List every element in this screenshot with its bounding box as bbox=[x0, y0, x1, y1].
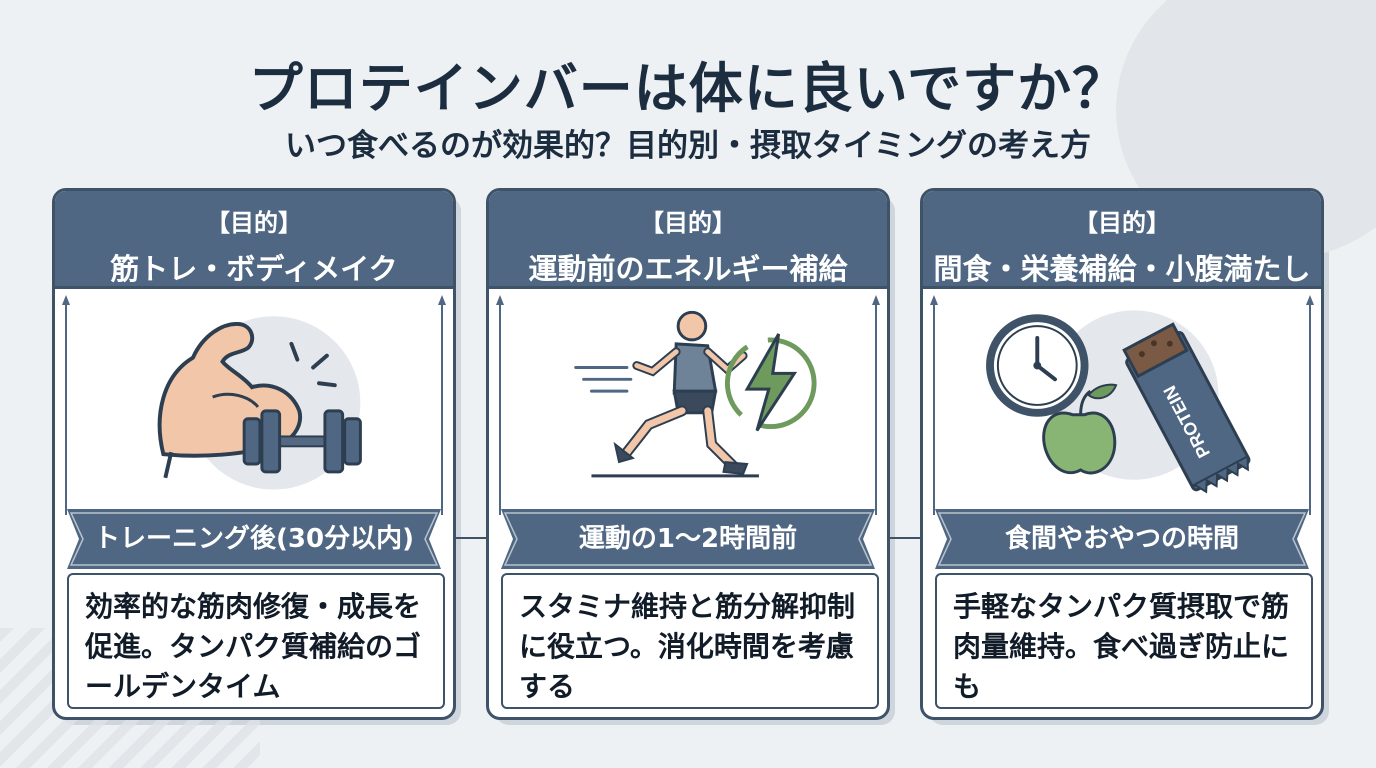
card-description: 手軽なタンパク質摂取で筋肉量維持。食べ過ぎ防止にも bbox=[935, 573, 1313, 709]
apple-icon bbox=[1042, 383, 1118, 475]
up-arrow-icon bbox=[62, 295, 70, 515]
purpose-card-muscle: 【目的】 筋トレ・ボディメイク トレーニング後(30分以内) 効率的な筋肉修復・… bbox=[52, 188, 461, 725]
up-arrow-icon bbox=[496, 295, 504, 515]
card-description: スタミナ維持と筋分解抑制に役立つ。消化時間を考慮する bbox=[501, 573, 879, 709]
page-title: プロテインバーは体に良いですか？ bbox=[248, 57, 1128, 120]
timing-ribbon: 食間やおやつの時間 bbox=[935, 509, 1309, 569]
up-arrow-icon bbox=[872, 295, 880, 515]
card-tag: 【目的】 bbox=[1074, 209, 1170, 237]
runner-illustration bbox=[574, 310, 817, 478]
timing-label: 食間やおやつの時間 bbox=[1004, 524, 1239, 554]
clock-icon bbox=[986, 314, 1089, 417]
protein-bar-icon: PROTEIN bbox=[1122, 322, 1251, 494]
card-tag: 【目的】 bbox=[640, 209, 736, 237]
timing-ribbon: 運動の1〜2時間前 bbox=[501, 509, 875, 569]
card-header: 【目的】 間食・栄養補給・小腹満たし bbox=[923, 191, 1321, 289]
motion-lines bbox=[289, 341, 337, 388]
up-arrow-icon bbox=[930, 295, 938, 515]
purpose-card-energy: 【目的】 運動前のエネルギー補給 bbox=[486, 188, 895, 725]
timing-label: 運動の1〜2時間前 bbox=[578, 524, 798, 554]
dumbbell-icon bbox=[242, 409, 362, 474]
muscle-illustration bbox=[157, 316, 362, 490]
card-header: 【目的】 筋トレ・ボディメイク bbox=[55, 191, 453, 289]
card-header: 【目的】 運動前のエネルギー補給 bbox=[489, 191, 887, 289]
snack-illustration: PROTEIN bbox=[986, 310, 1251, 494]
up-arrow-icon bbox=[438, 295, 446, 515]
card-purpose: 筋トレ・ボディメイク bbox=[110, 252, 398, 286]
timing-ribbon: トレーニング後(30分以内) bbox=[67, 509, 441, 569]
speed-lines bbox=[574, 366, 633, 393]
card-tag: 【目的】 bbox=[206, 209, 302, 237]
lightning-icon bbox=[724, 333, 817, 432]
page-subtitle: いつ食べるのが効果的？目的別・摂取タイミングの考え方 bbox=[285, 128, 1091, 164]
card-purpose: 運動前のエネルギー補給 bbox=[528, 252, 848, 286]
up-arrow-icon bbox=[1306, 295, 1314, 515]
runner-icon bbox=[591, 310, 759, 478]
card-purpose: 間食・栄養補給・小腹満たし bbox=[933, 252, 1311, 286]
purpose-card-snack: 【目的】 間食・栄養補給・小腹満たし PROTEIN 食間やおやつの時間 手軽 bbox=[920, 188, 1329, 725]
card-description: 効率的な筋肉修復・成長を促進。タンパク質補給のゴールデンタイム bbox=[67, 573, 445, 709]
timing-label: トレーニング後(30分以内) bbox=[94, 524, 414, 554]
